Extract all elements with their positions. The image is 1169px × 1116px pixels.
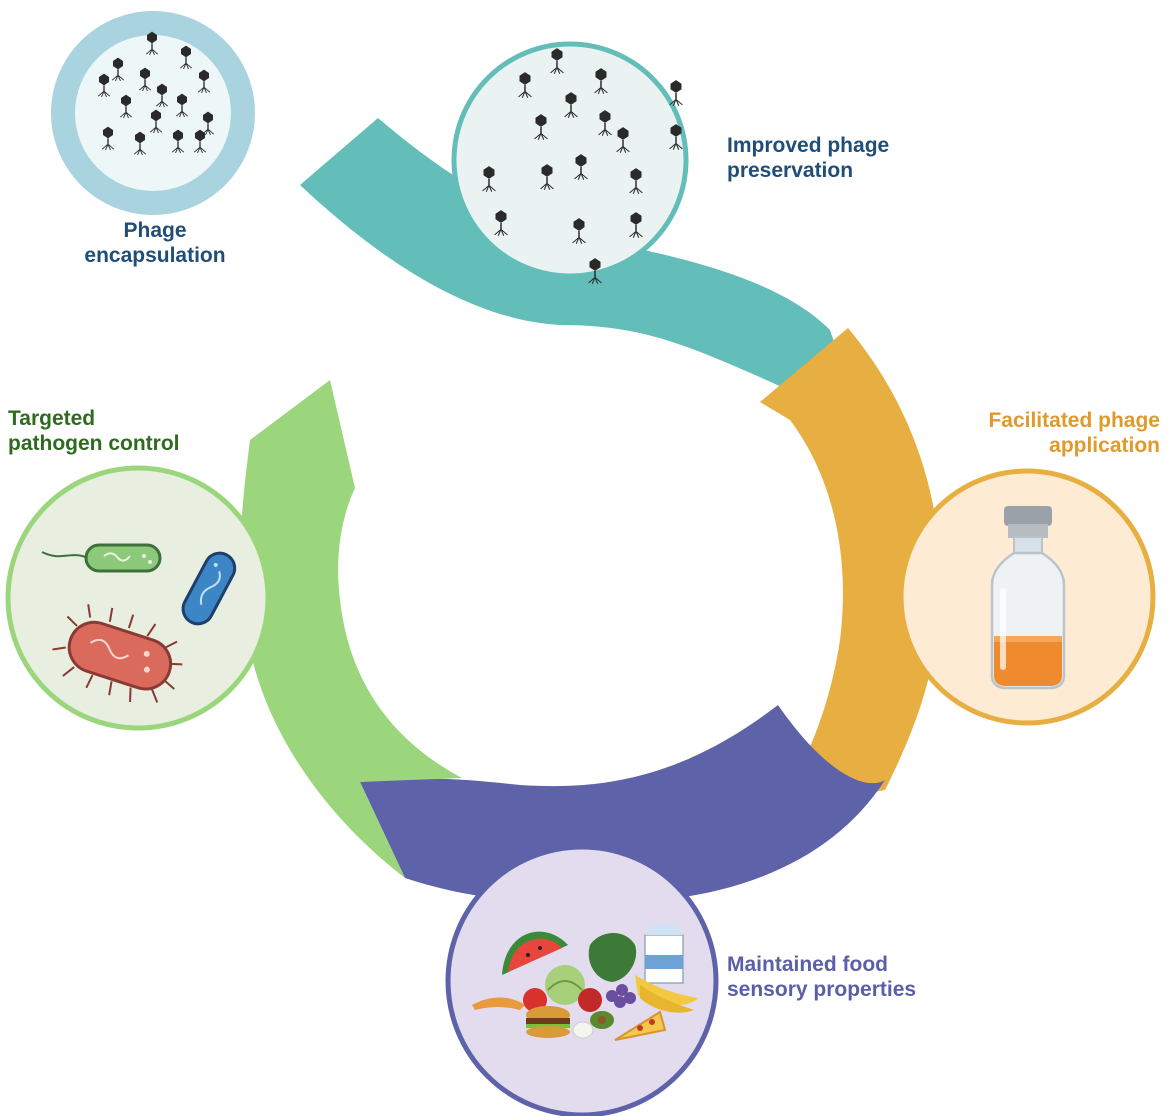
arrow-application [760, 328, 941, 810]
label-food-line1: Maintained food [727, 953, 888, 976]
label-pathogen: Targeted pathogen control [8, 406, 180, 456]
label-food: Maintained food sensory properties [727, 952, 916, 1002]
label-encapsulation-line2: encapsulation [84, 244, 226, 267]
pathogen-circle [5, 465, 271, 731]
label-food-line2: sensory properties [727, 978, 917, 1001]
label-encapsulation-line1: Phage [123, 219, 187, 242]
label-application: Facilitated phage application [930, 408, 1160, 458]
arrow-pathogen [240, 380, 462, 878]
label-pathogen-line1: Targeted [8, 407, 96, 430]
food-icon [472, 925, 698, 1041]
label-application-line1: Facilitated phage [988, 409, 1160, 432]
preservation-circle [451, 41, 689, 284]
food-circle [445, 844, 719, 1116]
label-preservation: Improved phage preservation [727, 133, 889, 183]
bacteria-icon [41, 543, 237, 703]
label-application-line2: application [1049, 434, 1160, 457]
application-circle [898, 468, 1156, 726]
label-preservation-line2: preservation [727, 159, 854, 182]
label-pathogen-line2: pathogen control [8, 432, 180, 455]
label-preservation-line1: Improved phage [727, 134, 890, 157]
arrow-food [360, 705, 885, 904]
vial-icon [990, 506, 1066, 690]
encapsulation-circle [51, 11, 255, 215]
label-encapsulation: Phage encapsulation [40, 218, 270, 268]
